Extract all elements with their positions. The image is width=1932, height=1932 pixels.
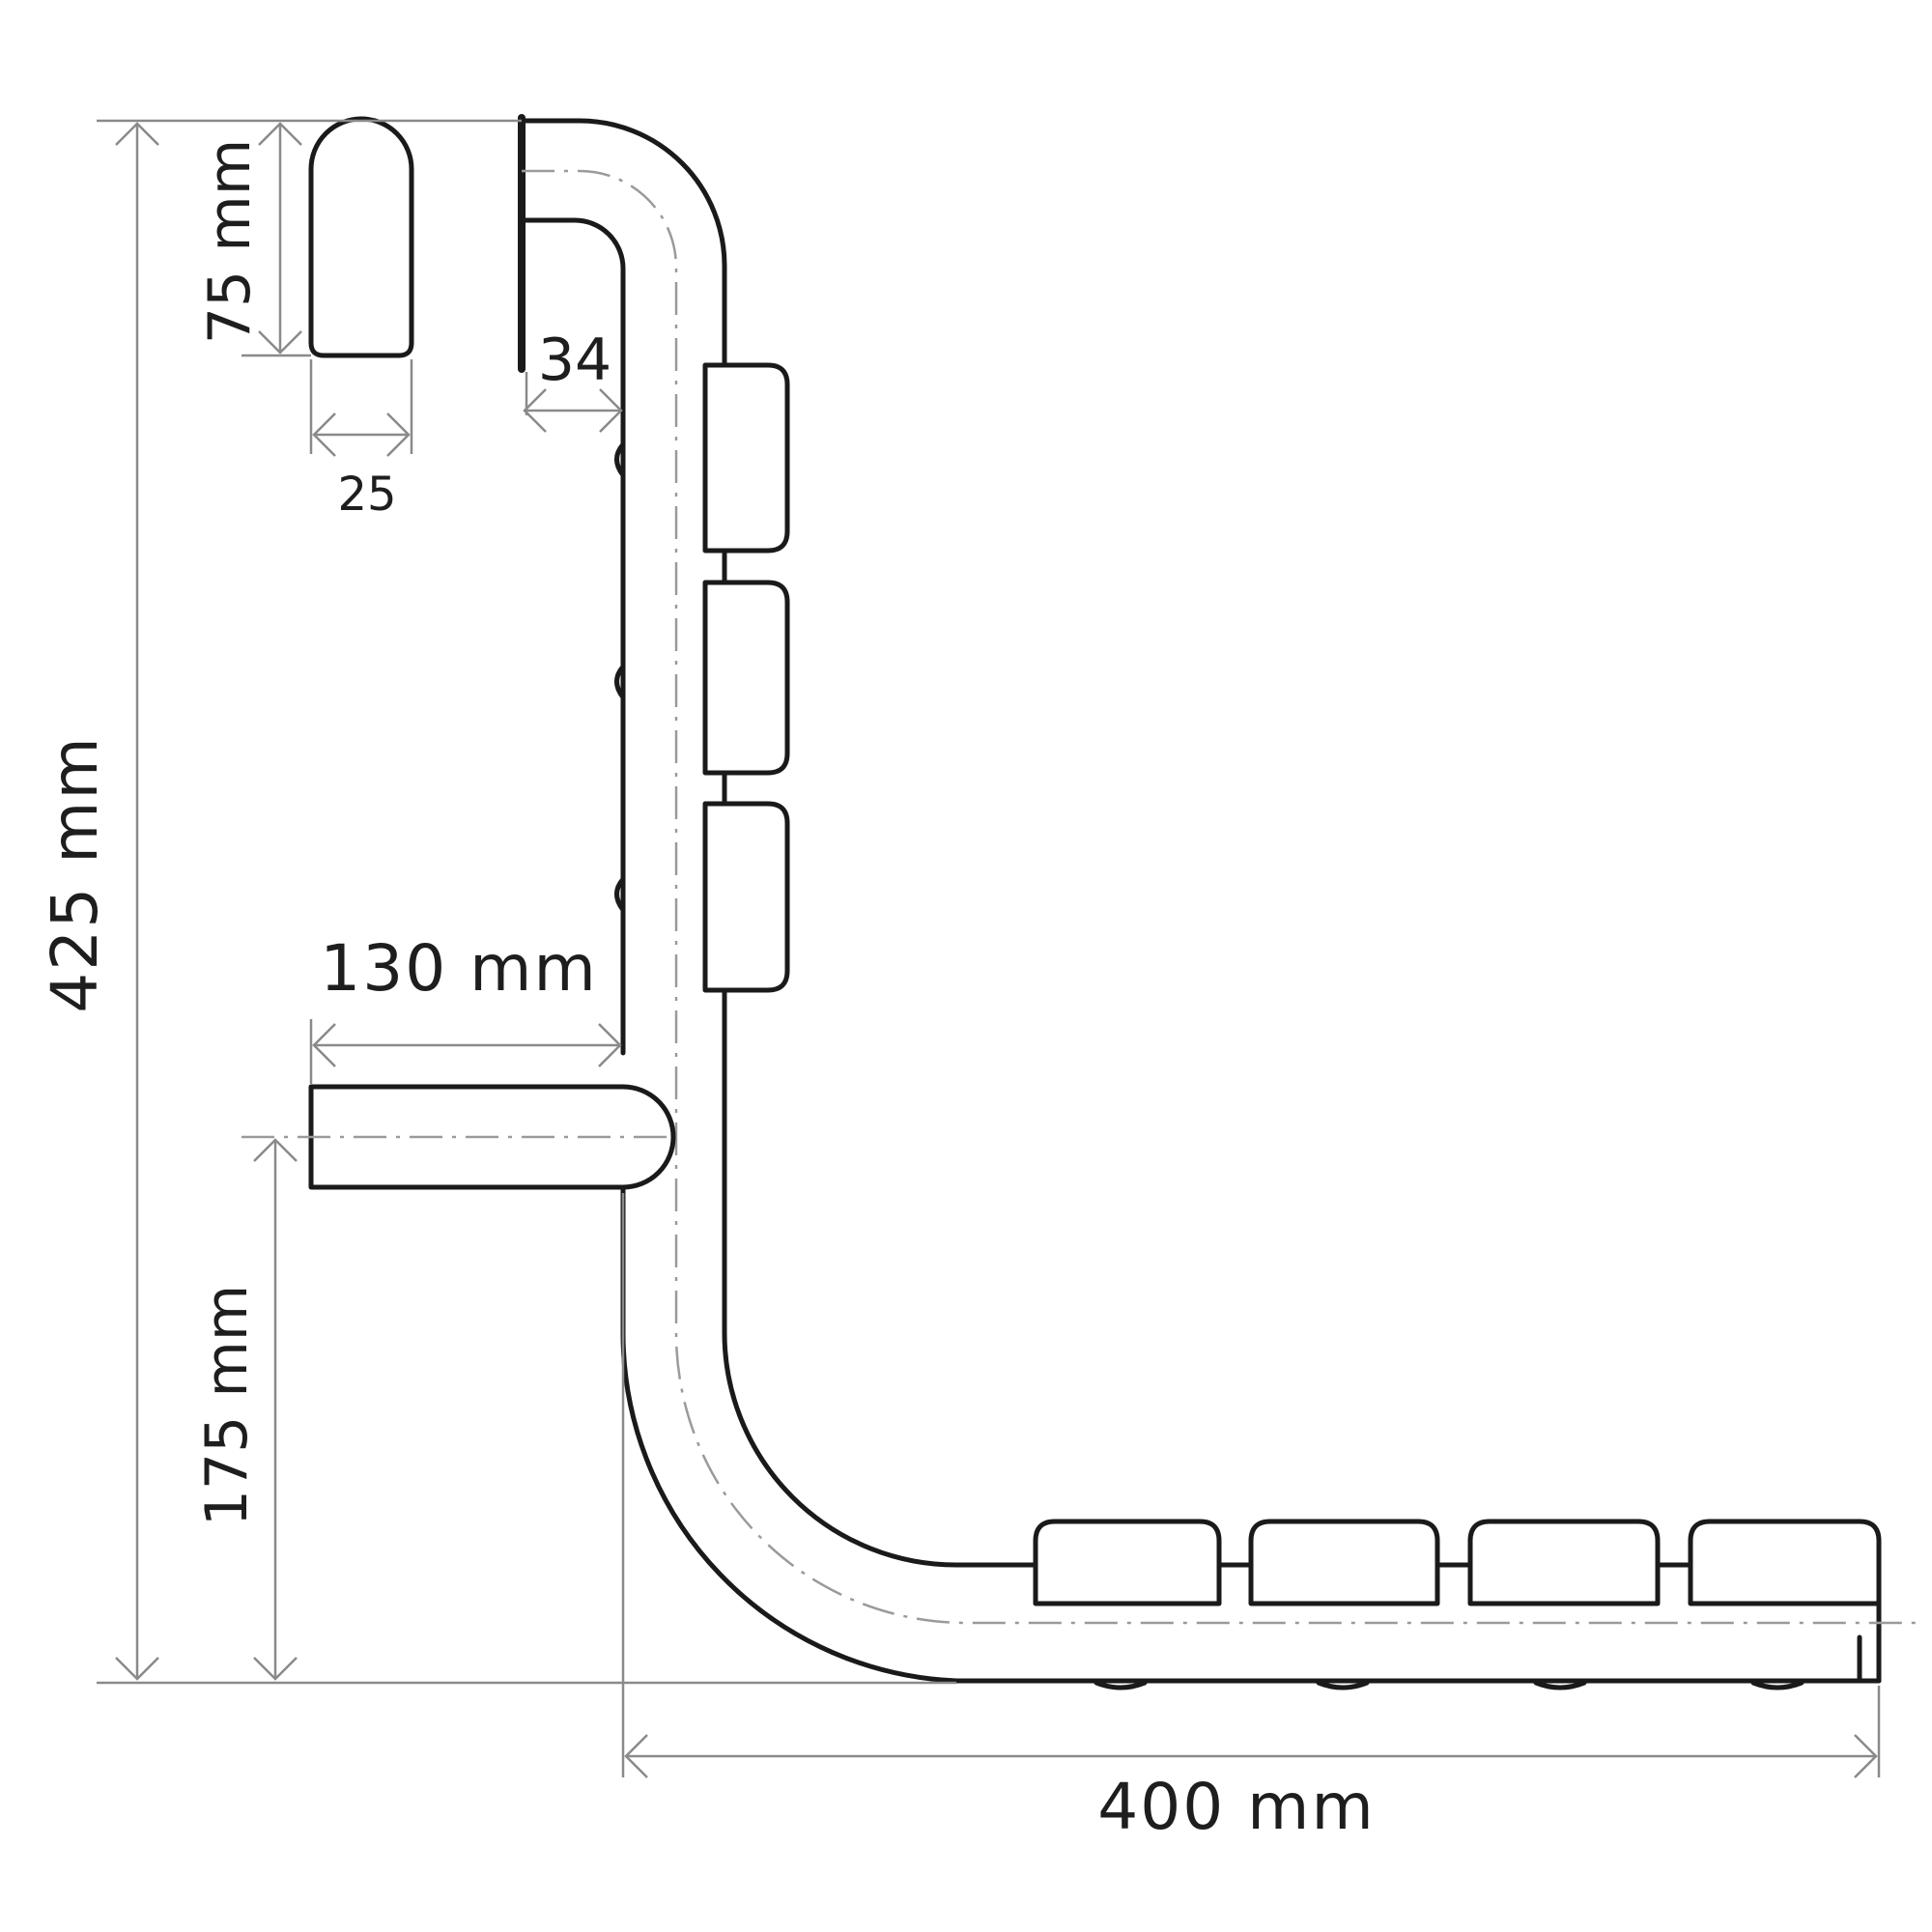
dim-cap-width [309,359,413,457]
label-cap-width: 25 [337,468,396,522]
dim-arm-length [309,1019,622,1084]
dim-base-length [621,1193,1881,1778]
vertical-grip-pads [702,362,790,993]
label-base-length: 400 mm [1097,1770,1376,1844]
label-arm-length: 130 mm [320,931,598,1006]
label-cap-height: 75 mm [196,139,264,344]
grip-pad [702,362,790,554]
tube-centerline [522,169,1918,1625]
grip-pad [1467,1519,1661,1606]
dim-total-height [97,119,956,1685]
grip-pad [702,801,790,993]
dim-cap-height [242,122,311,357]
grip-pad [702,580,790,776]
grip-pad [1688,1519,1882,1606]
base-bumps [1094,1680,1804,1690]
grip-pad [1033,1519,1222,1606]
grip-pad [1248,1519,1440,1606]
label-lower-height: 175 mm [193,1285,261,1527]
cap-profile [308,116,414,358]
label-tube-diameter: 34 [538,327,611,394]
dim-tube-diameter [523,372,623,433]
dim-lower-height [253,1138,298,1681]
horizontal-grip-pads [1033,1519,1882,1606]
tube-bumps [614,441,626,913]
label-total-height: 425 mm [38,735,112,1013]
side-arm [242,1084,676,1190]
